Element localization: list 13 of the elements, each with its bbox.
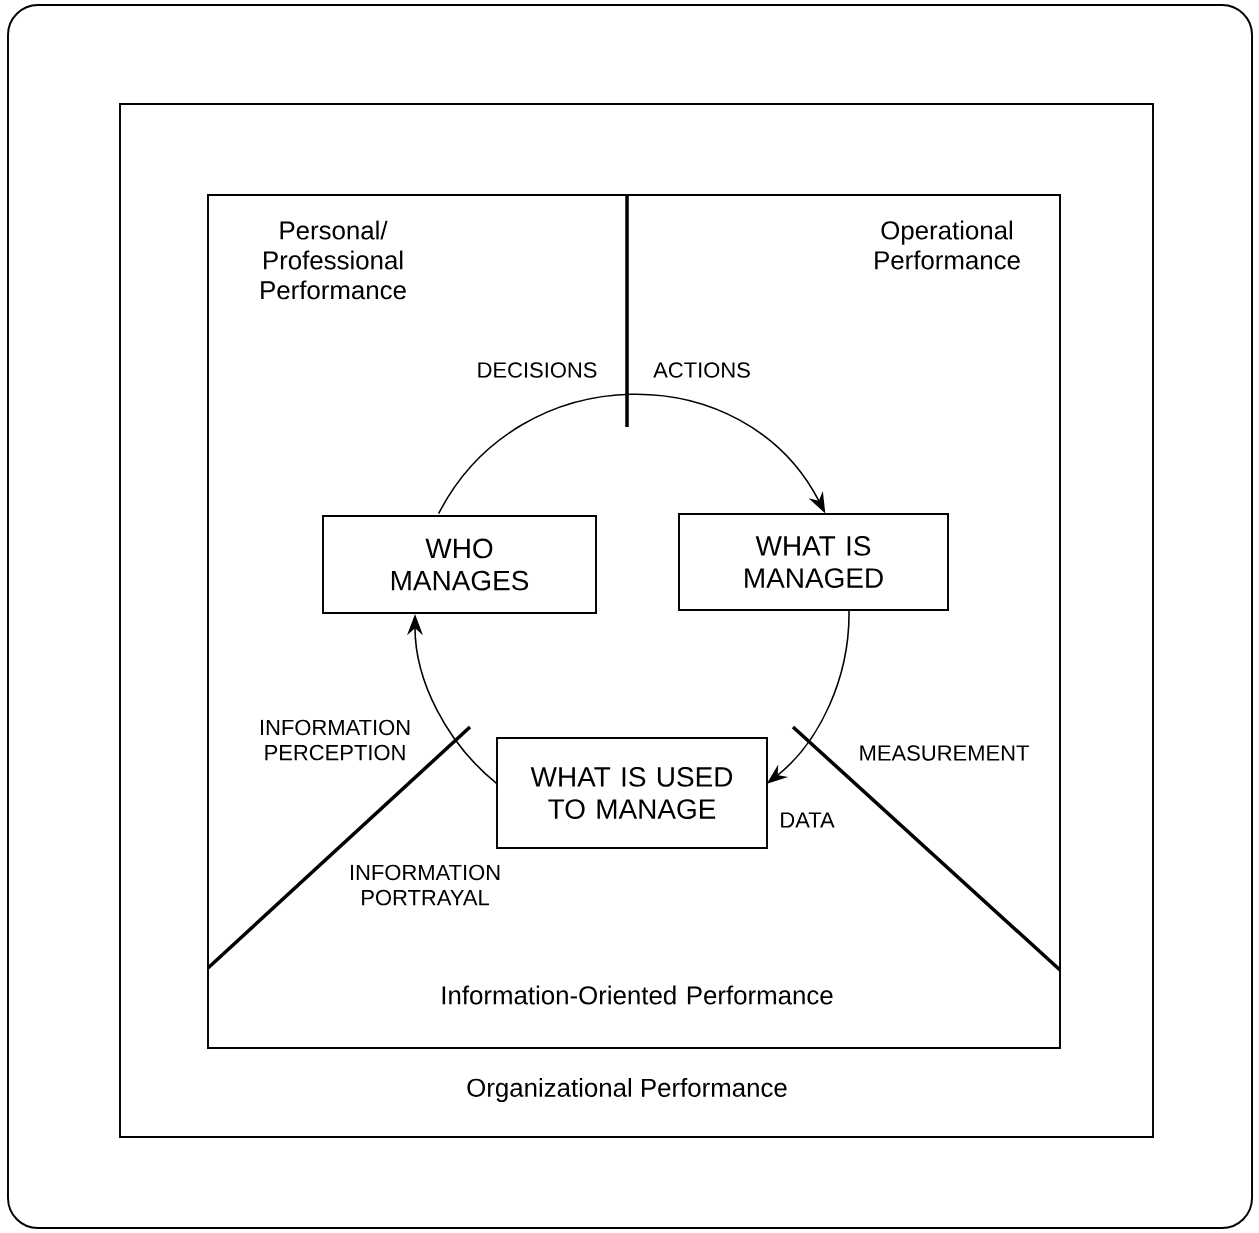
flow-label: INFORMATION PORTRAYAL <box>351 864 500 906</box>
arrow <box>437 393 826 515</box>
process-box: WHAT IS USED TO MANAGE <box>496 737 768 849</box>
flow-label: ACTIONS <box>653 362 750 378</box>
region-label: Information-Oriented Performance <box>442 985 833 1005</box>
inner-box <box>207 194 1061 1049</box>
region-label: Operational Performance <box>875 220 1020 270</box>
process-box: WHO MANAGES <box>322 515 597 614</box>
flow-label: MEASUREMENT <box>860 745 1029 761</box>
flow-label: INFORMATION PERCEPTION <box>261 719 410 761</box>
region-label: Personal/ Professional Performance <box>261 220 406 300</box>
process-box: WHAT IS MANAGED <box>678 513 949 611</box>
flow-label: DECISIONS <box>478 362 597 378</box>
